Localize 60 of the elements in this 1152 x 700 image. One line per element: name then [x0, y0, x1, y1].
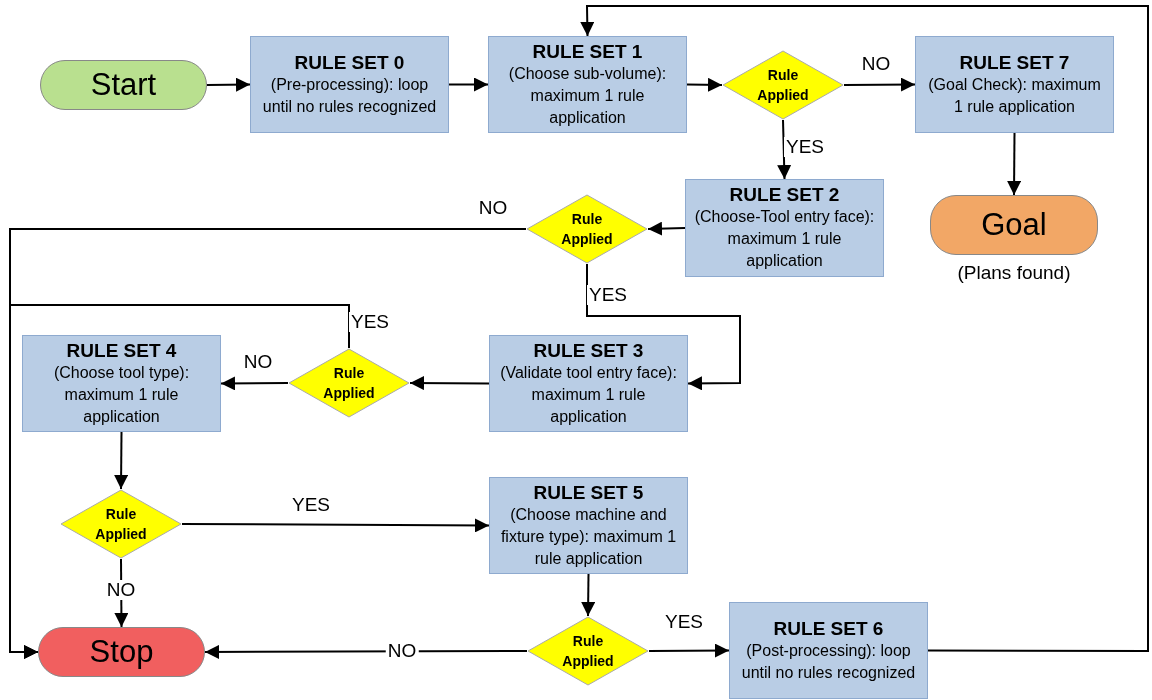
arrow [1007, 132, 1022, 196]
decision-label: Rule Applied [560, 210, 614, 249]
arrow [220, 376, 289, 391]
arrow [114, 431, 129, 490]
box-description: (Choose tool type): maximum 1 rule application [52, 362, 191, 427]
decision-label: Rule Applied [756, 66, 810, 105]
process-box [489, 335, 688, 432]
edge-label: YES [784, 137, 826, 157]
edge-label: YES [349, 312, 391, 332]
terminal-label: Stop [89, 634, 154, 670]
process-box [489, 477, 688, 574]
arrow [448, 77, 489, 92]
box-title: RULE SET 5 [533, 481, 644, 504]
box-description: (Goal Check): maximum 1 rule application [927, 74, 1102, 117]
arrow [206, 77, 251, 92]
arrow [843, 77, 916, 92]
decision-diamond [722, 50, 844, 120]
terminal-label: Goal [981, 207, 1047, 243]
stop-terminal [38, 627, 205, 677]
process-box [250, 36, 449, 133]
process-box [685, 179, 884, 277]
arrow [581, 573, 596, 617]
decision-label: Rule Applied [322, 364, 376, 403]
arrow [9, 304, 350, 659]
process-box [915, 36, 1114, 133]
box-description: (Post-processing): loop until no rules recognized [740, 640, 917, 683]
box-title: RULE SET 3 [533, 339, 644, 362]
box-title: RULE SET 2 [729, 184, 840, 206]
process-box [488, 36, 687, 133]
decision-label: Rule Applied [561, 632, 615, 671]
decision-diamond [526, 194, 648, 264]
box-description: (Choose sub-volume): maximum 1 rule application [507, 63, 668, 128]
process-box [729, 602, 928, 699]
decision-diamond [60, 489, 182, 559]
arrow [647, 221, 686, 236]
box-title: RULE SET 0 [294, 51, 405, 74]
box-description: (Choose machine and fixture type): maximum 1 rule application [499, 504, 678, 569]
arrow [586, 263, 741, 391]
box-description: (Pre-processing): loop until no rules recognized [261, 74, 438, 117]
box-title: RULE SET 7 [959, 51, 1070, 74]
goal-terminal [930, 195, 1098, 255]
box-title: RULE SET 1 [532, 40, 643, 63]
decision-diamond [288, 348, 410, 418]
box-description: (Choose-Tool entry face): maximum 1 rule application [693, 207, 876, 271]
arrow [686, 77, 723, 92]
arrow [580, 5, 1149, 652]
box-title: RULE SET 6 [773, 617, 884, 640]
arrow [204, 644, 528, 659]
box-description: (Validate tool entry face): maximum 1 rule application [499, 362, 678, 427]
terminal-label: Start [90, 67, 157, 103]
arrow [648, 643, 730, 658]
process-box [22, 335, 221, 432]
start-terminal [40, 60, 207, 110]
node-caption: (Plans found) [957, 262, 1071, 284]
decision-label: Rule Applied [94, 505, 148, 544]
arrow [181, 518, 490, 533]
arrow [409, 376, 490, 391]
decision-diamond [527, 616, 649, 686]
box-title: RULE SET 4 [66, 339, 177, 362]
edge-label: YES [587, 285, 629, 305]
